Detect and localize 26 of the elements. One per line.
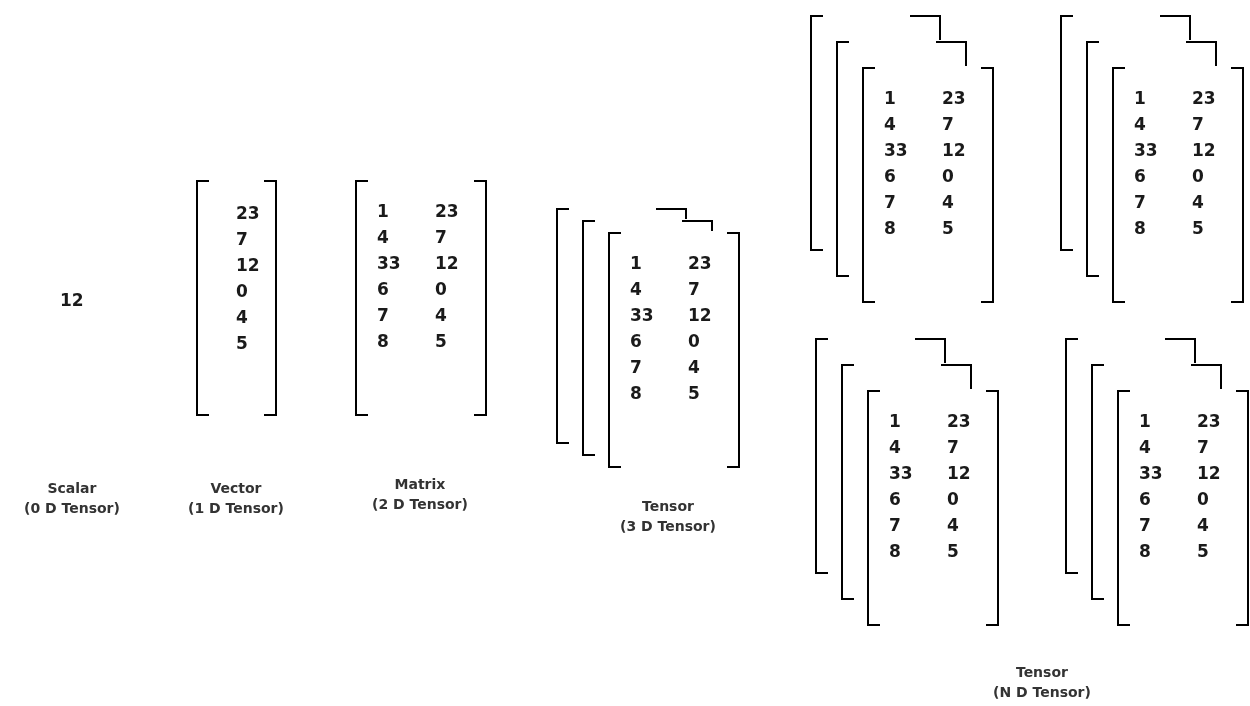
matrix-brackets (196, 180, 277, 416)
matrix-brackets (608, 232, 740, 468)
matrix-brackets (355, 180, 487, 416)
scalar-value: 12 (60, 290, 84, 310)
number-column: 23 7 12 0 4 5 (1197, 408, 1221, 564)
number-column: 23 7 12 0 4 5 (236, 200, 260, 356)
number-column: 1 4 33 6 7 8 (630, 250, 654, 406)
matrix-brackets (867, 390, 999, 626)
caption: Tensor (N D Tensor) (993, 663, 1091, 702)
number-column: 23 7 12 0 4 5 (1192, 85, 1216, 241)
number-column: 1 4 33 6 7 8 (889, 408, 913, 564)
number-column: 1 4 33 6 7 8 (377, 198, 401, 354)
caption: Vector (1 D Tensor) (188, 479, 284, 518)
caption: Scalar (0 D Tensor) (24, 479, 120, 518)
number-column: 1 4 33 6 7 8 (1134, 85, 1158, 241)
number-column: 23 7 12 0 4 5 (688, 250, 712, 406)
caption: Matrix (2 D Tensor) (372, 475, 468, 514)
caption: Tensor (3 D Tensor) (620, 497, 716, 536)
matrix-brackets (1112, 67, 1244, 303)
number-column: 23 7 12 0 4 5 (942, 85, 966, 241)
matrix-brackets (1117, 390, 1249, 626)
number-column: 1 4 33 6 7 8 (1139, 408, 1163, 564)
matrix-brackets (862, 67, 994, 303)
number-column: 23 7 12 0 4 5 (947, 408, 971, 564)
number-column: 1 4 33 6 7 8 (884, 85, 908, 241)
number-column: 23 7 12 0 4 5 (435, 198, 459, 354)
